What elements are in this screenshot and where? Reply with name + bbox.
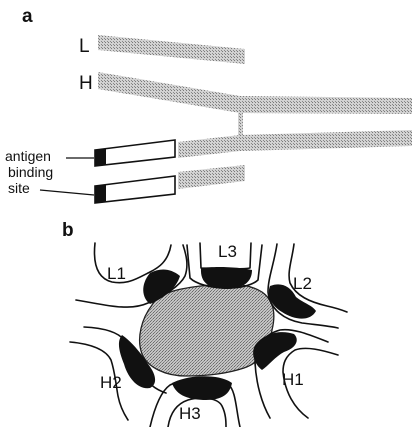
h3-loop: H3 (150, 376, 240, 427)
lower-binding-site (95, 176, 175, 203)
upper-binding-site (95, 140, 175, 166)
l3-loop: L3 (187, 242, 262, 289)
light-chain-label: L (79, 36, 90, 57)
upper-heavy-chain (98, 72, 412, 114)
site-pointer-lower (40, 190, 94, 195)
h3-label: H3 (179, 404, 201, 423)
panel-a: a L H antigen binding site (5, 6, 412, 203)
panel-b-letter: b (62, 220, 74, 241)
l3-label: L3 (218, 242, 237, 261)
l1-label: L1 (107, 264, 126, 283)
site-label-line3: site (8, 180, 30, 196)
h1-label: H1 (282, 370, 304, 389)
h2-label: H2 (100, 373, 122, 392)
site-label-line1: antigen (5, 148, 51, 164)
h1-loop: H1 (253, 330, 338, 418)
hinge-region (238, 113, 243, 138)
panel-a-letter: a (22, 6, 33, 27)
site-label-line2: binding (8, 164, 53, 180)
upper-light-chain (98, 35, 245, 64)
heavy-chain-label: H (79, 73, 93, 94)
panel-b: b L1 L3 L2 H2 (62, 220, 347, 427)
lower-heavy-chain (178, 130, 412, 158)
l2-loop: L2 (268, 244, 347, 328)
lower-light-chain (178, 165, 245, 189)
l2-label: L2 (293, 274, 312, 293)
